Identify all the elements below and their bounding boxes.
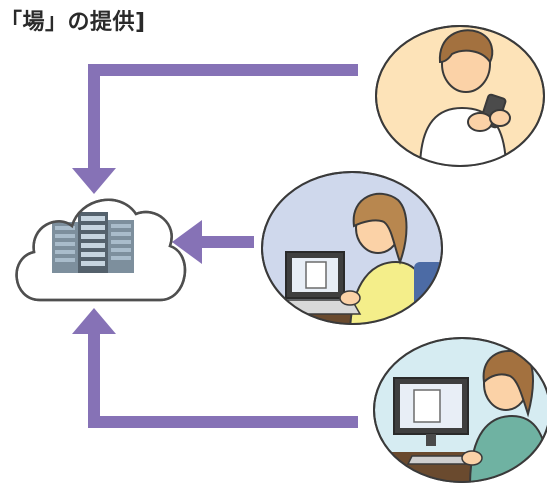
arrow-bottom <box>72 308 358 428</box>
server-rack-left <box>52 222 78 274</box>
cloud-server-icon <box>15 198 187 302</box>
arrow-middle <box>172 220 254 264</box>
server-rack-center <box>78 212 108 276</box>
server-rack-right <box>108 220 134 274</box>
person-laptop-icon <box>261 171 443 325</box>
diagram-title: 「場」の提供] <box>0 10 146 35</box>
person-desktop-icon <box>373 337 547 483</box>
arrow-top <box>72 64 358 194</box>
person-smartphone-icon <box>375 25 545 167</box>
